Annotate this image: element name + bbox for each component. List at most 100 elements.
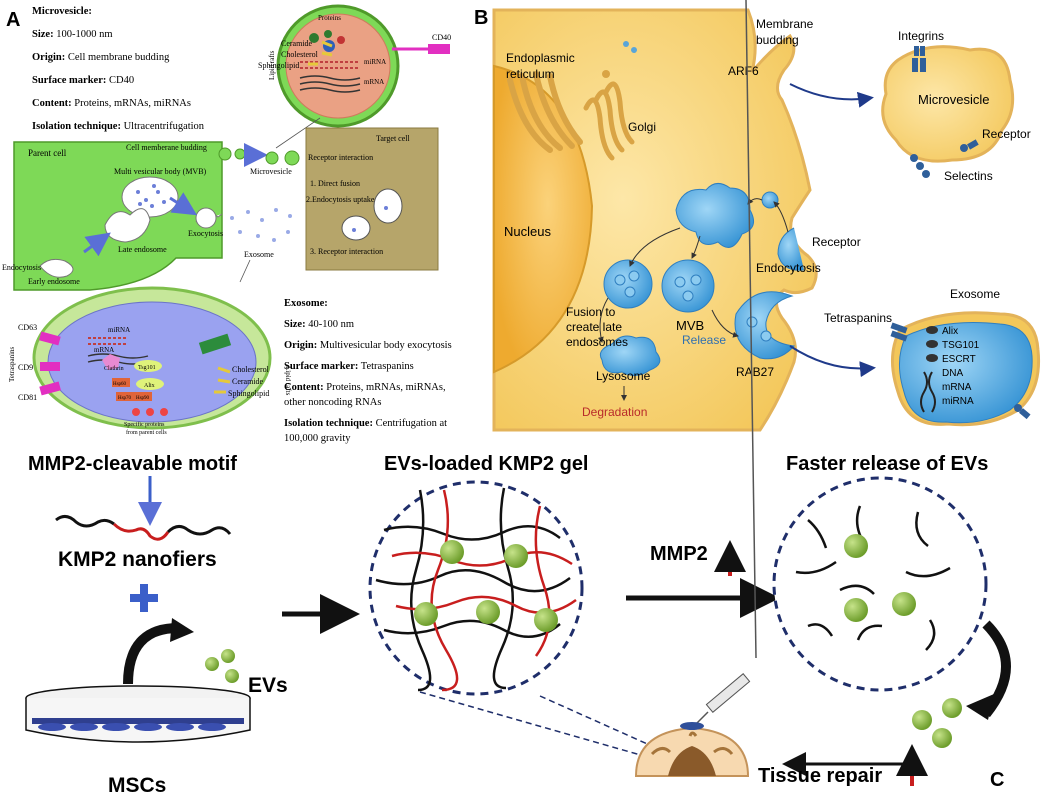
exosome-b-label: Exosome xyxy=(950,287,1000,301)
faster-release-title: Faster release of EVs xyxy=(786,453,988,475)
target-cell-label: Target cell xyxy=(376,134,410,143)
mv-receptor-label: Receptor xyxy=(982,127,1031,141)
cd40-marker xyxy=(428,44,450,54)
microvesicle-info: Microvesicle: Size: 100-1000 nm Origin: … xyxy=(32,6,205,132)
dna-b-label: DNA xyxy=(942,368,963,379)
svg-text:Origin: Multivesicular body ex: Origin: Multivesicular body exocytosis xyxy=(284,340,452,351)
exocytosis-label: Exocytosis xyxy=(188,229,223,238)
arf6-label: ARF6 xyxy=(728,64,759,78)
mv-mirna-label: miRNA xyxy=(364,58,386,66)
mmp2-motif-title: MMP2-cleavable motif xyxy=(28,453,237,475)
mirna-b-label: miRNA xyxy=(942,396,974,407)
mv-lipid-rafts-label: Lipid rafts xyxy=(268,50,276,80)
receptor-interaction-label: Receptor interaction xyxy=(308,153,373,162)
nucleus-label: Nucleus xyxy=(504,224,551,239)
mv-proteins-label: Proteins xyxy=(318,14,341,22)
exo-hsp60-label: Hsp60 xyxy=(113,382,127,387)
panel-b: B Nucleus Endoplasmic reticulum Golgi Me… xyxy=(474,7,1041,432)
endocytosis-b-label: Endocytosis xyxy=(756,261,821,275)
exo-sphingolipid-label: Sphingolipid xyxy=(228,389,269,398)
exo-specific-proteins-label: Specific proteins xyxy=(124,421,165,428)
exo-cd81-label: CD81 xyxy=(18,393,37,402)
svg-text:Size: 100-1000 nm: Size: 100-1000 nm xyxy=(32,29,113,40)
release-pocket xyxy=(734,291,795,360)
microvesicle-b xyxy=(881,45,1015,163)
fusion-label-1: Fusion to xyxy=(566,305,616,319)
escrt-b-label: ESCRT xyxy=(942,354,976,365)
receptor-interaction-3-label: 3. Receptor interaction xyxy=(310,247,383,256)
svg-text:Surface marker: CD40: Surface marker: CD40 xyxy=(32,75,134,86)
selectins-label: Selectins xyxy=(944,169,993,183)
mv-cholesterol-label: Cholesterol xyxy=(281,50,319,59)
exosome-label: Exosome xyxy=(244,250,274,259)
gel-circle xyxy=(368,480,584,696)
lysosome-label: Lysosome xyxy=(596,369,651,383)
panel-a-label: A xyxy=(6,9,20,31)
panel-c-label: C xyxy=(990,769,1004,791)
exo-isolation-line2: 100,000 gravity xyxy=(284,433,351,444)
microvesicle-zoom: Proteins miRNA mRNA CD40 Ceramide Choles… xyxy=(258,4,451,128)
mvb-2 xyxy=(661,259,715,313)
syringe-icon xyxy=(695,0,757,725)
mmp2-label: MMP2 xyxy=(650,543,708,565)
tetraspanins-b-label: Tetraspanins xyxy=(824,311,892,325)
kidney-icon xyxy=(634,722,750,777)
exo-hsp90-label: Hsp90 xyxy=(136,396,150,401)
endocytosis-uptake-label: 2.Endocytosis uptake xyxy=(306,195,375,204)
exo-heading: Exosome: xyxy=(284,298,328,309)
svg-text:Origin: Cell membrane budding: Origin: Cell membrane budding xyxy=(32,52,170,63)
parent-cell: Parent cell Cell memberane budding Multi… xyxy=(2,117,321,291)
mv-mrna-label: mRNA xyxy=(364,78,384,86)
direct-fusion-label: 1. Direct fusion xyxy=(310,179,360,188)
exo-tsg101-label: Tsg101 xyxy=(138,365,156,371)
degradation-label: Degradation xyxy=(582,405,647,419)
membrane-budding-label-2: budding xyxy=(756,33,799,47)
exo-content-line2: other noncoding RNAs xyxy=(284,397,381,408)
early-endosome-b xyxy=(675,183,755,248)
golgi xyxy=(583,81,635,161)
exo-clathrin-label: Clathrin xyxy=(104,366,124,372)
late-endosome-label: Late endosome xyxy=(118,245,167,254)
mvb-b-label: MVB xyxy=(676,318,704,333)
degraded-gel-circle xyxy=(772,476,988,692)
svg-text:Content: Proteins, mRNAs, miRN: Content: Proteins, mRNAs, miRNAs xyxy=(32,98,191,109)
svg-text:Surface marker: Tetraspanins: Surface marker: Tetraspanins xyxy=(284,361,414,372)
exosome-zoom: Tetraspanins CD63 CD9 CD81 miRNA mRNA Cl… xyxy=(8,286,292,436)
tsg101-b-label: TSG101 xyxy=(942,340,980,351)
membrane-budding-label: Membrane xyxy=(756,17,814,31)
fusion-label-2: create late xyxy=(566,320,622,334)
svg-text:Content: Proteins, mRNAs, miRN: Content: Proteins, mRNAs, miRNAs, xyxy=(284,382,446,393)
svg-text:Isolation technique: Ultracent: Isolation technique: Ultracentrifugation xyxy=(32,121,205,132)
exo-lipid-rafts-label: Lipid rafts xyxy=(284,366,292,396)
fusion-label-3: endosomes xyxy=(566,335,628,349)
evs-loaded-gel-title: EVs-loaded KMP2 gel xyxy=(384,453,589,475)
exo-alix-label: Alix xyxy=(144,383,155,389)
exo-mrna-label: mRNA xyxy=(94,346,114,354)
exo-cholesterol-label: Cholesterol xyxy=(232,365,270,374)
kmp2-nanofibers-label: KMP2 nanofiers xyxy=(58,548,217,571)
endocytosis-label: Endocytosis xyxy=(2,263,41,272)
mrna-b-label: mRNA xyxy=(942,382,972,393)
golgi-label: Golgi xyxy=(628,120,656,134)
mv-ceramide-label: Ceramide xyxy=(281,39,313,48)
rab27-label: RAB27 xyxy=(736,365,774,379)
svg-text:Size: 40-100 nm: Size: 40-100 nm xyxy=(284,319,354,330)
er-label: Endoplasmic xyxy=(506,51,575,65)
microvesicle-b-label: Microvesicle xyxy=(918,92,990,107)
microvesicle-label: Microvesicle xyxy=(250,167,292,176)
panel-b-label: B xyxy=(474,7,488,29)
alix-b-label: Alix xyxy=(942,326,958,337)
exo-cd63-label: CD63 xyxy=(18,323,37,332)
exosome-info: Exosome: Size: 40-100 nm Origin: Multive… xyxy=(284,298,452,444)
petri-dish xyxy=(25,618,251,743)
endoplasmic-reticulum xyxy=(507,71,583,153)
exo-hsp70-label: Hsp70 xyxy=(118,396,132,401)
kmp2-nanofiber xyxy=(55,515,232,541)
mvb-1 xyxy=(603,259,653,309)
panel-c: MMP2-cleavable motif KMP2 nanofiers EVs … xyxy=(25,0,1011,797)
exo-from-parent-label: from parent cells xyxy=(126,429,167,436)
target-cell: Target cell Receptor interaction 1. Dire… xyxy=(284,127,439,271)
plus-icon xyxy=(130,584,158,612)
early-endosome-label: Early endosome xyxy=(28,277,80,286)
